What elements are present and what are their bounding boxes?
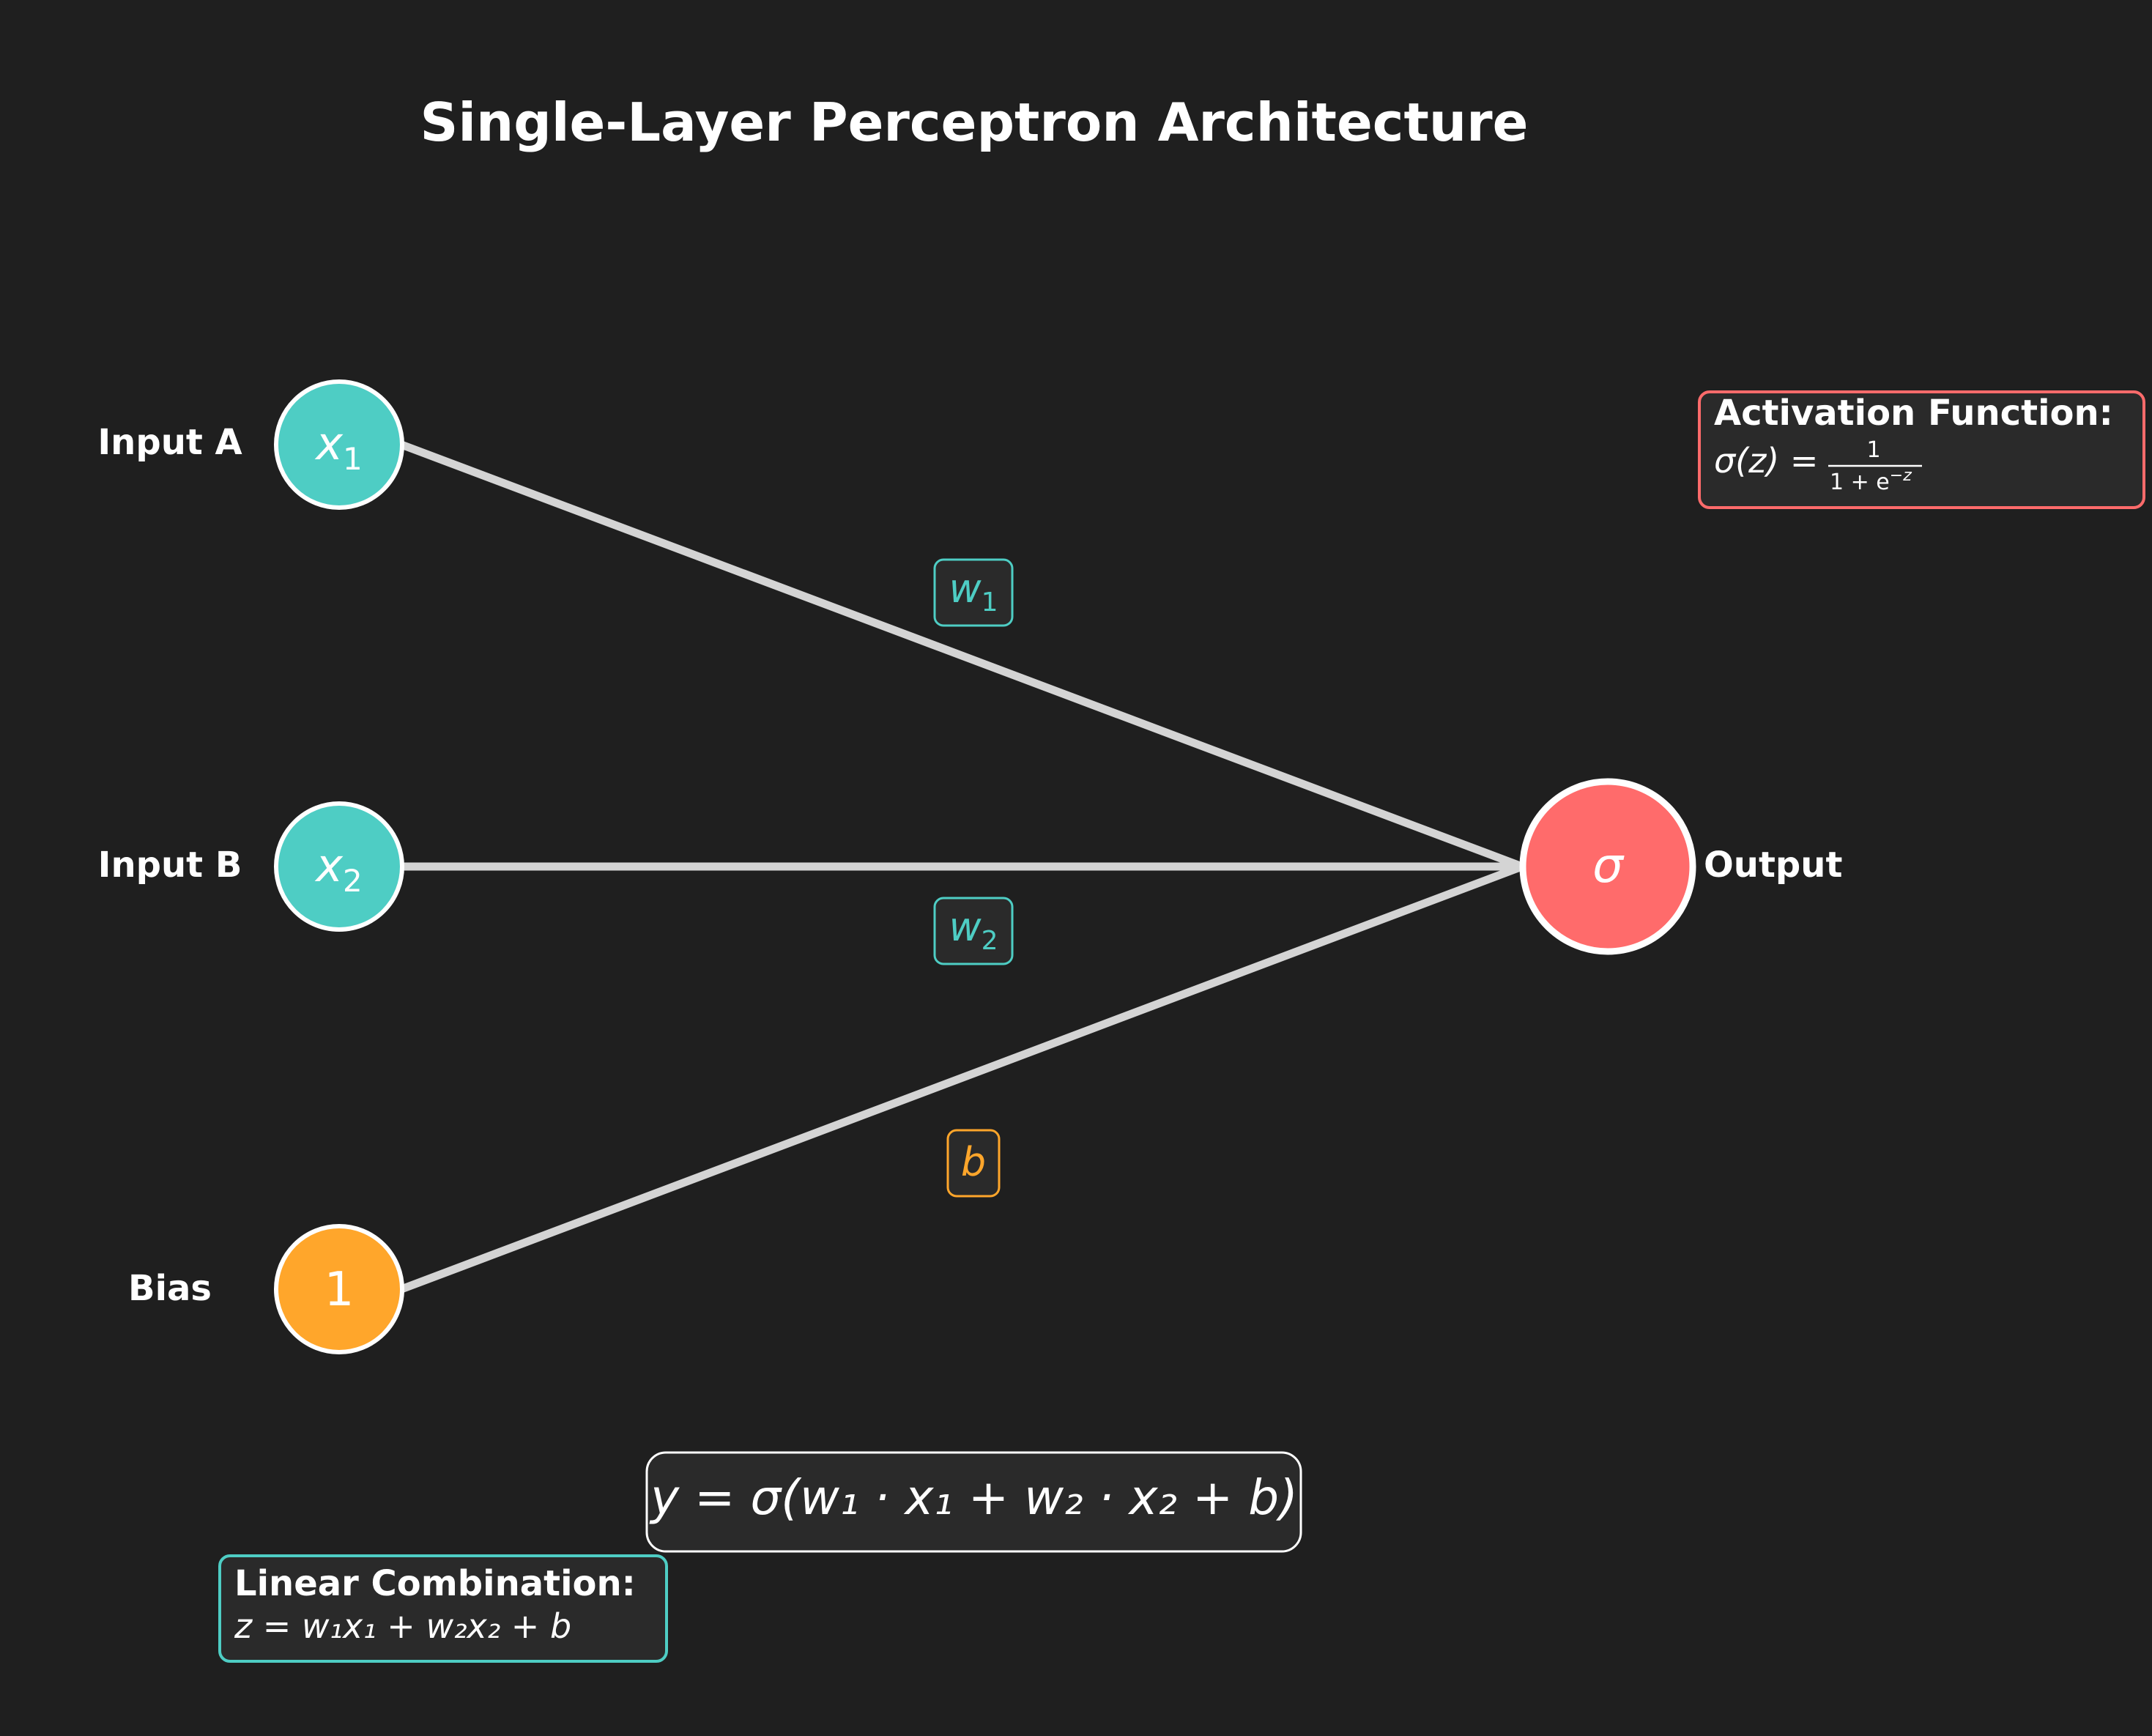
- edge-x1-to-output: [397, 440, 1526, 871]
- svg-text:σ: σ: [1592, 837, 1625, 894]
- activation-numerator: 1: [1866, 437, 1880, 463]
- svg-text:x1: x1: [314, 417, 362, 477]
- linear-combination-box: Linear Combination: z = w₁x₁ + w₂x₂ + b: [218, 1554, 668, 1663]
- svg-text:w2: w2: [949, 904, 998, 956]
- input-node-x2: x2: [274, 801, 404, 932]
- activation-heading: Activation Function:: [1714, 393, 2113, 434]
- svg-text:b: b: [961, 1139, 986, 1185]
- main-equation-box: y = σ(w₁ · x₁ + w₂ · x₂ + b): [645, 1451, 1302, 1553]
- bias-b-label: b: [946, 1129, 1001, 1198]
- svg-text:1: 1: [324, 1263, 355, 1317]
- linear-heading: Linear Combination:: [234, 1563, 636, 1604]
- input-b-label: Input B: [98, 845, 242, 886]
- svg-text:x2: x2: [314, 839, 362, 899]
- activation-formula-lhs: σ(z) =: [1714, 441, 1818, 481]
- output-node: σ: [1519, 778, 1696, 955]
- svg-text:1 + e−z: 1 + e−z: [1830, 467, 1912, 495]
- activation-function-box: Activation Function: σ(z) = 1 1 + e−z: [1698, 390, 2145, 509]
- input-a-label: Input A: [97, 422, 242, 463]
- diagram-title: Single-Layer Perceptron Architecture: [420, 92, 1529, 153]
- weight-w2-label: w2: [933, 897, 1014, 965]
- edge-bias-to-output: [397, 862, 1526, 1294]
- main-equation: y = σ(w₁ · x₁ + w₂ · x₂ + b): [649, 1469, 1298, 1526]
- bias-side-label: Bias: [128, 1268, 212, 1309]
- input-node-x1: x1: [274, 379, 404, 510]
- bias-node: 1: [274, 1224, 404, 1354]
- output-label: Output: [1704, 845, 1842, 886]
- svg-text:w1: w1: [949, 565, 998, 617]
- linear-formula: z = w₁x₁ + w₂x₂ + b: [234, 1606, 571, 1646]
- weight-w1-label: w1: [933, 558, 1014, 627]
